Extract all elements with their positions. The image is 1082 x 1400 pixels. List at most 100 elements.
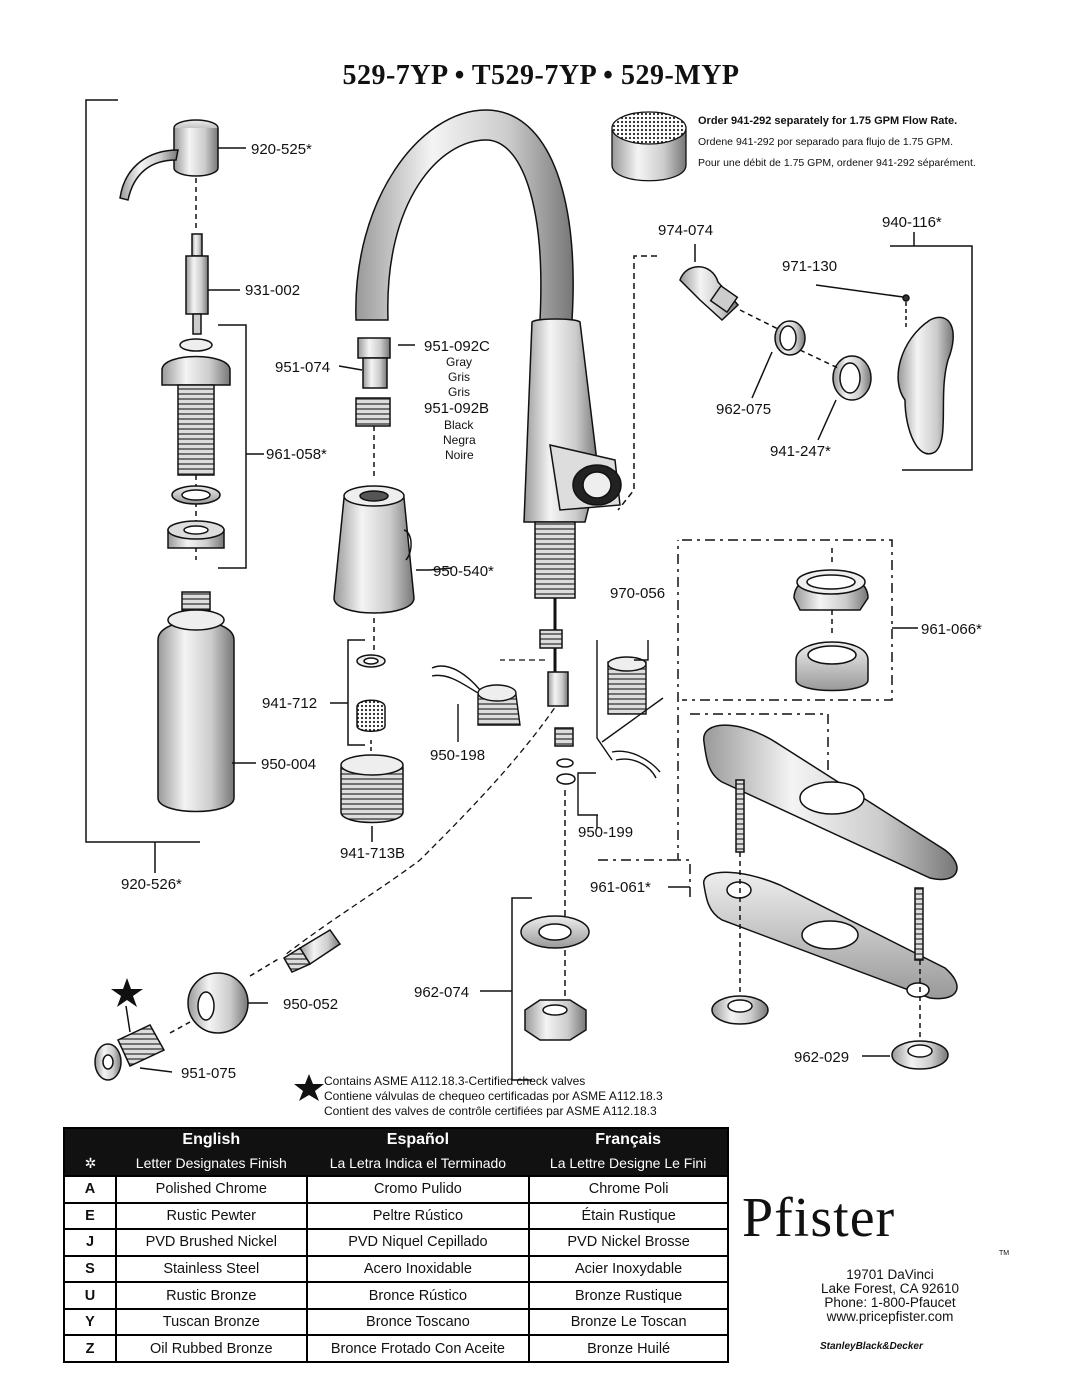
part-label: 951-092C xyxy=(424,338,490,355)
flow-note-en: Order 941-292 separately for 1.75 GPM Fl… xyxy=(698,115,958,127)
table-row: E Rustic Pewter Peltre Rústico Étain Rus… xyxy=(63,1201,729,1231)
part-label: 941-713B xyxy=(340,845,405,862)
spray-connectors xyxy=(338,337,415,476)
finish-code: S xyxy=(63,1254,117,1284)
quick-connect-parts xyxy=(431,640,664,828)
table-row: Z Oil Rubbed Bronze Bronce Frotado Con A… xyxy=(63,1334,729,1363)
finish-en: PVD Brushed Nickel xyxy=(115,1228,308,1257)
subheader-spanish: La Letra Indica el Terminado xyxy=(306,1151,530,1176)
table-row: U Rustic Bronze Bronce Rústico Bronze Ru… xyxy=(63,1281,729,1310)
mounting-washer-nut xyxy=(480,897,590,1081)
star-icon xyxy=(111,978,143,1007)
part-label: 961-066* xyxy=(921,621,982,638)
flow-note-fr: Pour une débit de 1.75 GPM, ordener 941-… xyxy=(698,157,976,169)
finish-fr: Bronze Le Toscan xyxy=(528,1307,729,1337)
finish-en: Polished Chrome xyxy=(115,1175,308,1204)
part-label: 962-075 xyxy=(716,401,771,418)
parent-company: StanleyBlack&Decker xyxy=(820,1341,923,1352)
finish-fr: PVD Nickel Brosse xyxy=(528,1228,729,1257)
part-label: 950-198 xyxy=(430,747,485,764)
finish-es: Peltre Rústico xyxy=(305,1201,531,1231)
finish-fr: Bronze Rustique xyxy=(528,1281,729,1310)
asme-note: Contains ASME A112.18.3-Certified check … xyxy=(324,1074,663,1119)
company-address: 19701 DaVinci Lake Forest, CA 92610 Phon… xyxy=(790,1268,990,1324)
flow-rate-note: Order 941-292 separately for 1.75 GPM Fl… xyxy=(698,111,976,174)
finish-label: Gray xyxy=(446,355,472,369)
asme-note-es: Contiene válvulas de chequeo certificada… xyxy=(324,1089,663,1103)
hose-path xyxy=(284,659,561,956)
hose-weight-check-valve xyxy=(94,929,342,1081)
part-label: 941-247* xyxy=(770,443,831,460)
part-label: 971-130 xyxy=(782,258,837,275)
finish-fr: Étain Rustique xyxy=(528,1201,729,1231)
finish-table: English Español Français ✲ Letter Design… xyxy=(63,1127,729,1363)
part-label: 961-058* xyxy=(266,446,327,463)
part-label: 961-061* xyxy=(590,879,651,896)
table-row: Y Tuscan Bronze Bronce Toscano Bronze Le… xyxy=(63,1307,729,1337)
table-row: S Stainless Steel Acero Inoxidable Acier… xyxy=(63,1254,729,1284)
part-label: 950-052 xyxy=(283,996,338,1013)
website: www.pricepfister.com xyxy=(826,1309,954,1324)
finish-code: A xyxy=(63,1175,117,1204)
part-label: 962-029 xyxy=(794,1049,849,1066)
finish-es: Cromo Pulido xyxy=(305,1175,531,1204)
finish-label: Gris xyxy=(448,385,470,399)
finish-en: Tuscan Bronze xyxy=(115,1307,308,1337)
finish-code: J xyxy=(63,1228,117,1257)
part-label: 920-525* xyxy=(251,141,312,158)
finish-code: U xyxy=(63,1281,117,1310)
finish-en: Oil Rubbed Bronze xyxy=(115,1334,308,1363)
part-label: 951-074 xyxy=(275,359,330,376)
hose-fittings xyxy=(539,629,576,1040)
part-label: 974-074 xyxy=(658,222,713,239)
soap-bottle xyxy=(157,591,235,813)
asme-note-fr: Contient des valves de contrôle certifié… xyxy=(324,1104,657,1118)
part-label: 951-092B xyxy=(424,400,489,417)
page-title: 529-7YP • T529-7YP • 529-MYP xyxy=(342,60,740,91)
part-label: 970-056 xyxy=(610,585,665,602)
address-line-1: 19701 DaVinci xyxy=(846,1267,934,1282)
part-label: 940-116* xyxy=(882,214,942,231)
asme-note-en: Contains ASME A112.18.3-Certified check … xyxy=(324,1074,586,1088)
aerator-illustration xyxy=(611,111,687,182)
handle-assembly xyxy=(617,232,973,511)
flow-note-es: Ordene 941-292 por separado para flujo d… xyxy=(698,136,954,148)
phone: Phone: 1-800-Pfaucet xyxy=(824,1295,956,1310)
header-french: Français xyxy=(529,1128,728,1151)
table-row: A Polished Chrome Cromo Pulido Chrome Po… xyxy=(63,1175,729,1204)
spray-head xyxy=(333,485,430,614)
subheader-english: Letter Designates Finish xyxy=(116,1151,307,1176)
soap-pump-valve xyxy=(185,233,209,335)
finish-label: Black xyxy=(444,418,474,432)
brand-logo: Pfister xyxy=(742,1187,896,1249)
header-english: English xyxy=(116,1128,307,1151)
finish-es: Bronce Toscano xyxy=(305,1307,531,1337)
finish-fr: Acier Inoxydable xyxy=(528,1254,729,1284)
table-row: J PVD Brushed Nickel PVD Niquel Cepillad… xyxy=(63,1228,729,1257)
escutcheon-group xyxy=(598,539,958,1070)
finish-label: Gris xyxy=(448,370,470,384)
trademark-mark: TM xyxy=(999,1250,1010,1257)
finish-es: Bronce Rústico xyxy=(305,1281,531,1310)
finish-fr: Bronze Huilé xyxy=(528,1334,729,1363)
finish-code: Y xyxy=(63,1307,117,1337)
finish-code-symbol: ✲ xyxy=(64,1151,116,1176)
part-label: 931-002 xyxy=(245,282,300,299)
finish-code: E xyxy=(63,1201,117,1231)
finish-es: PVD Niquel Cepillado xyxy=(305,1228,531,1257)
part-label: 962-074 xyxy=(414,984,469,1001)
finish-en: Stainless Steel xyxy=(115,1254,308,1284)
finish-label: Negra xyxy=(443,433,476,447)
part-label: 950-540* xyxy=(433,563,494,580)
finish-label: Noire xyxy=(445,448,474,462)
address-line-2: Lake Forest, CA 92610 xyxy=(820,1281,960,1296)
finish-code: Z xyxy=(63,1334,117,1363)
finish-en: Rustic Pewter xyxy=(115,1201,308,1231)
soap-threaded-shank xyxy=(161,338,231,560)
header-spanish: Español xyxy=(306,1128,530,1151)
part-label: 941-712 xyxy=(262,695,317,712)
part-label: 920-526* xyxy=(121,876,182,893)
soap-pump-head xyxy=(119,119,219,201)
finish-es: Bronce Frotado Con Aceite xyxy=(305,1334,531,1363)
